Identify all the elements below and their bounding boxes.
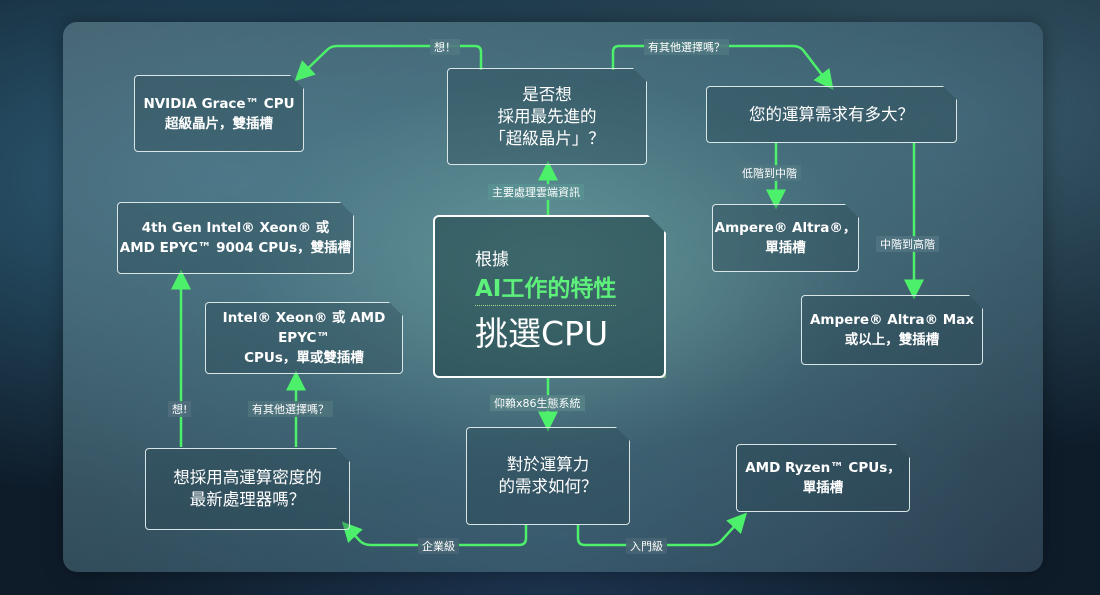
node-line: 「超級晶片」？ [489,128,605,148]
node-line: 單插槽 [765,240,806,256]
label-want-top: 想！ [430,39,460,55]
node-line: NVIDIA Grace™ CPU [143,95,295,112]
node-altra-single: Ampere® Altra®， 單插槽 [712,204,859,272]
label-want-left: 想! [168,401,192,417]
node-line: 是否想 [522,84,572,104]
node-density-question: 想採用高運算密度的 最新處理器嗎？ [145,448,350,530]
node-line: Intel® Xeon® 或 AMD EPYC™ [222,310,386,346]
node-line: AMD Ryzen™ CPUs， [745,460,901,476]
node-line: 的需求如何？ [498,477,598,496]
label-mid-high: 中階到高階 [876,236,939,252]
node-compute-need-question: 您的運算需求有多大？ [706,86,957,143]
node-line: 想採用高運算密度的 [173,468,322,487]
label-enterprise: 企業級 [418,538,459,554]
node-line: 對於運算力 [506,455,590,474]
center-hub: 根據 AI工作的特性 挑選CPU [433,215,666,378]
node-line: 超級晶片，雙插槽 [165,115,273,132]
node-line: 最新處理器嗎？ [189,490,306,509]
node-compute-power-question: 對於運算力 的需求如何？ [466,427,630,525]
label-other-options-top: 有其他選擇嗎？ [644,39,729,55]
node-line: AMD EPYC™ 9004 CPUs，雙插槽 [119,240,352,256]
node-line: 採用最先進的 [497,106,597,126]
node-ryzen: AMD Ryzen™ CPUs， 單插槽 [736,444,910,512]
node-line: 4th Gen Intel® Xeon® 或 [141,220,330,236]
label-cloud: 主要處理雲端資訊 [488,184,584,200]
node-super-chip-question: 是否想 採用最先進的 「超級晶片」？ [447,68,647,165]
node-line: 或以上，雙插槽 [844,332,940,348]
node-line: CPUs，單或雙插槽 [244,350,364,366]
edge-want-grace [294,44,483,82]
node-line: Ampere® Altra®， [714,220,857,236]
node-line: 單插槽 [802,480,844,496]
node-line: Ampere® Altra® Max [809,312,975,328]
node-altra-max: Ampere® Altra® Max 或以上，雙插槽 [801,295,983,365]
node-xeon-epyc-dual: 4th Gen Intel® Xeon® 或 AMD EPYC™ 9004 CP… [117,202,354,274]
center-title: 挑選CPU [475,314,609,353]
label-low-mid: 低階到中階 [738,165,801,181]
node-xeon-epyc-single-dual: Intel® Xeon® 或 AMD EPYC™ CPUs，單或雙插槽 [205,302,403,374]
label-entry: 入門級 [626,538,667,554]
node-grace: NVIDIA Grace™ CPU 超級晶片，雙插槽 [134,75,304,152]
label-x86: 仰賴x86生態系統 [490,395,585,411]
center-highlight: AI工作的特性 [475,269,616,306]
node-line: 您的運算需求有多大？ [749,104,914,124]
label-other-options-left: 有其他選擇嗎？ [248,401,333,417]
center-prefix: 根據 [475,250,509,270]
